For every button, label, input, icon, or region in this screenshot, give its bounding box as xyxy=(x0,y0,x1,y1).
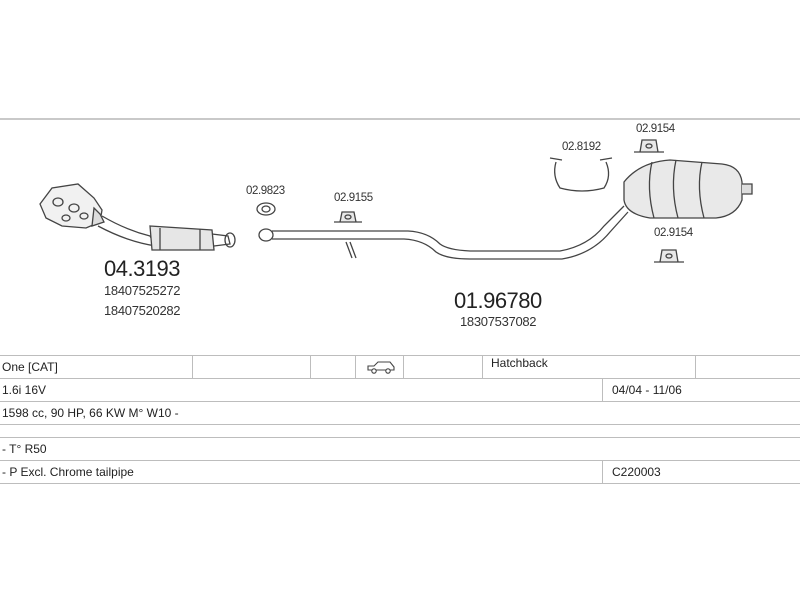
strap-part[interactable] xyxy=(549,157,613,192)
note1-cell: - T° R50 xyxy=(2,442,47,456)
mount-top-code: 02.9154 xyxy=(636,123,676,135)
note2-cell: - P Excl. Chrome tailpipe xyxy=(2,465,134,479)
mount-top-part[interactable] xyxy=(634,139,664,153)
vehicle-info-table: One [CAT] Hatchback 1.6i 16V 04/04 - 11/… xyxy=(0,355,800,484)
table-row: 1598 cc, 90 HP, 66 KW M° W10 - xyxy=(0,402,800,425)
dates-cell: 04/04 - 11/06 xyxy=(612,383,682,397)
ref-cell: C220003 xyxy=(612,465,661,479)
table-row: - P Excl. Chrome tailpipe C220003 xyxy=(0,461,800,484)
manifold-code: 04.3193 xyxy=(104,256,180,281)
table-row: - T° R50 xyxy=(0,438,800,461)
table-row-spacer xyxy=(0,425,800,438)
manifold-ref-2: 18407520282 xyxy=(104,303,180,318)
mount-front-code: 02.9155 xyxy=(334,192,373,204)
manifold-ref-1: 18407525272 xyxy=(104,283,180,298)
mount-bottom-part[interactable] xyxy=(654,249,684,263)
top-border xyxy=(0,118,800,120)
exhaust-diagram: 04.3193 18407525272 18407520282 02.9823 … xyxy=(0,118,800,354)
pipe-part[interactable] xyxy=(258,205,629,260)
body-type-cell: Hatchback xyxy=(491,356,548,370)
table-row: One [CAT] Hatchback xyxy=(0,355,800,379)
pipe-ref: 18307537082 xyxy=(460,314,536,329)
mount-front-part[interactable] xyxy=(334,211,362,259)
manifold-part[interactable] xyxy=(39,183,236,251)
gasket-part[interactable] xyxy=(256,202,276,216)
strap-code: 02.8192 xyxy=(562,141,601,153)
car-icon xyxy=(367,361,395,374)
gasket-code: 02.9823 xyxy=(246,185,285,197)
mount-bottom-code: 02.9154 xyxy=(654,227,694,239)
specs-cell: 1598 cc, 90 HP, 66 KW M° W10 - xyxy=(2,406,179,420)
pipe-code: 01.96780 xyxy=(454,288,542,313)
silencer-part[interactable] xyxy=(623,159,753,219)
model-cell: One [CAT] xyxy=(2,360,58,374)
table-row: 1.6i 16V 04/04 - 11/06 xyxy=(0,379,800,402)
engine-cell: 1.6i 16V xyxy=(2,383,47,397)
